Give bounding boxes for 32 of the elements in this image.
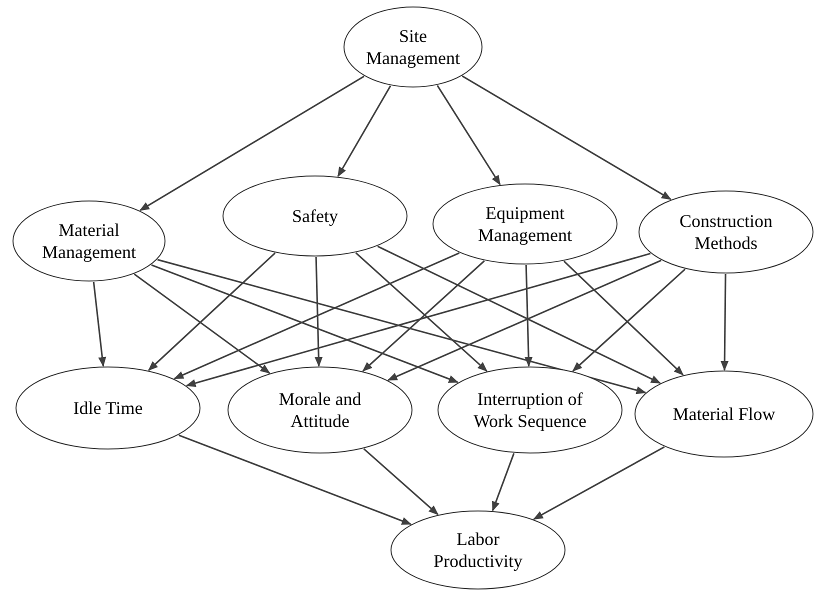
arrow [151, 264, 459, 384]
arrow [186, 252, 651, 387]
arrow [720, 274, 729, 371]
node-label: Idle Time [73, 396, 143, 420]
arrow [533, 446, 665, 520]
arrow [524, 264, 533, 367]
arrow [377, 246, 661, 384]
arrow [134, 274, 270, 374]
arrow [314, 256, 323, 367]
node-label: Construction Methods [678, 210, 774, 254]
node-label: Material Flow [672, 402, 776, 426]
arrow [492, 453, 515, 512]
arrow [92, 282, 106, 368]
arrow [563, 260, 684, 376]
arrow [363, 448, 439, 516]
node-label: Material Management [41, 218, 137, 264]
arrow [572, 268, 686, 372]
node-label: Safety [292, 204, 338, 228]
arrow [337, 85, 392, 178]
node-label: Equipment Management [477, 202, 573, 246]
arrow [148, 252, 276, 371]
arrow [174, 252, 460, 380]
node-label: Interruption of Work Sequence [472, 388, 588, 432]
arrow [436, 85, 501, 186]
arrow [139, 76, 364, 212]
arrow [387, 260, 662, 381]
arrow [157, 258, 646, 394]
node-label: Labor Productivity [432, 528, 524, 572]
arrow [462, 75, 672, 200]
node-label: Morale and Attitude [278, 388, 362, 432]
node-label: Site Management [366, 24, 460, 70]
arrow [178, 434, 412, 525]
